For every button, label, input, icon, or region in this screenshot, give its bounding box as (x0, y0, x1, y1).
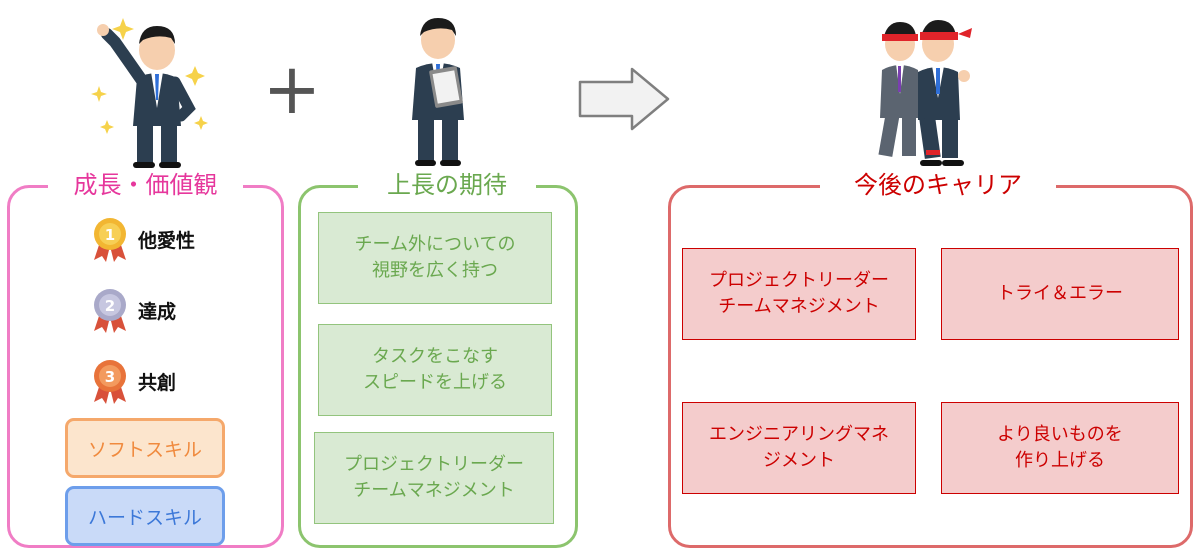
businessman-clipboard-illustration (412, 18, 464, 166)
silver-medal-icon: 2 (94, 289, 126, 333)
value-label-1: 他愛性 (138, 229, 196, 252)
bronze-medal-icon: 3 (94, 360, 126, 404)
career-panel-title: 今後のキャリア (820, 169, 1056, 201)
soft-skill-box: ソフトスキル (65, 418, 225, 478)
svg-text:1: 1 (105, 226, 115, 244)
running-businessmen-illustration (878, 20, 972, 166)
hard-skill-box: ハードスキル (65, 486, 225, 546)
sparkle-icon (91, 18, 208, 134)
value-label-3: 共創 (138, 371, 177, 394)
value-row-3: 3 共創 (88, 358, 176, 404)
gold-medal-icon: 1 (94, 218, 126, 262)
values-panel-title: 成長・価値観 (48, 169, 243, 201)
expectation-item-1: チーム外についての 視野を広く持つ (318, 212, 552, 304)
svg-text:3: 3 (105, 368, 115, 386)
career-item-4: より良いものを 作り上げる (941, 402, 1179, 494)
career-item-2: トライ＆エラー (941, 248, 1179, 340)
plus-sign: + (262, 48, 322, 130)
expectation-item-2: タスクをこなす スピードを上げる (318, 324, 552, 416)
svg-text:2: 2 (105, 297, 115, 315)
career-item-3: エンジニアリングマネ ジメント (682, 402, 916, 494)
value-row-2: 2 達成 (88, 287, 176, 333)
right-arrow-icon (578, 67, 670, 131)
expectations-panel-title: 上長の期待 (358, 169, 536, 201)
expectation-item-3: プロジェクトリーダー チームマネジメント (314, 432, 554, 524)
pointing-businessman-illustration (91, 18, 208, 168)
value-label-2: 達成 (138, 300, 177, 323)
career-item-1: プロジェクトリーダー チームマネジメント (682, 248, 916, 340)
value-row-1: 1 他愛性 (88, 216, 195, 262)
